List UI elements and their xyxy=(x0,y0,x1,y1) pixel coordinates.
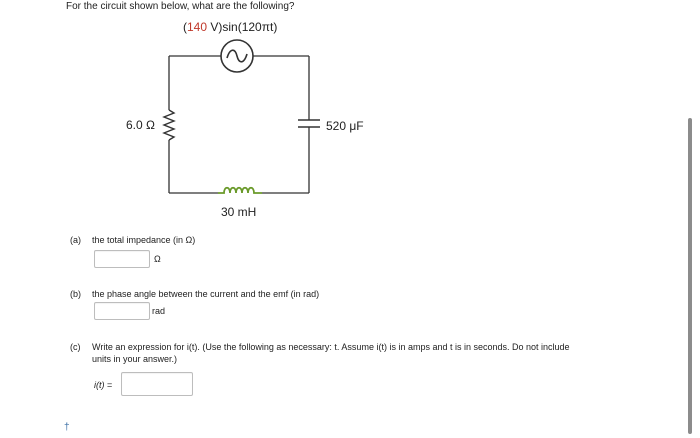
part-c-text-line1: Write an expression for i(t). (Use the f… xyxy=(92,342,570,352)
wires xyxy=(168,55,310,194)
part-c-text-line2: units in your answer.) xyxy=(92,354,178,364)
phase-angle-input[interactable] xyxy=(94,302,150,320)
resistor-icon xyxy=(162,109,176,141)
impedance-input[interactable] xyxy=(94,250,150,268)
phase-angle-unit: rad xyxy=(152,306,166,316)
current-label-i: i(t) xyxy=(94,380,105,390)
inductor-icon xyxy=(218,186,262,194)
source-label: (140 V)sin(120πt) xyxy=(183,20,277,34)
ac-source-icon xyxy=(220,39,254,73)
inductor-label: 30 mH xyxy=(221,205,256,219)
resistor-label: 6.0 Ω xyxy=(126,118,155,132)
current-label-eq: = xyxy=(104,380,113,390)
footnote-mark[interactable]: † xyxy=(64,422,70,433)
part-b-question: (b) the phase angle between the current a… xyxy=(70,289,319,299)
part-a-letter: (a) xyxy=(70,235,81,245)
question-text: For the circuit shown below, what are th… xyxy=(66,1,295,12)
circuit-diagram: (140 V)sin(120πt) 6.0 Ω 520 μF 30 mH xyxy=(126,20,364,219)
current-expression-label: i(t) = xyxy=(94,380,112,390)
part-c-question: (c) Write an expression for i(t). (Use th… xyxy=(70,341,670,365)
capacitor-label: 520 μF xyxy=(326,119,364,133)
impedance-unit: Ω xyxy=(154,254,161,264)
current-expression-input[interactable] xyxy=(121,372,193,396)
capacitor-icon xyxy=(298,119,320,128)
scrollbar[interactable] xyxy=(688,118,692,434)
part-b-text: the phase angle between the current and … xyxy=(92,289,320,299)
part-a-question: (a) the total impedance (in Ω) xyxy=(70,235,195,245)
part-c-letter: (c) xyxy=(70,342,81,352)
part-a-text: the total impedance (in Ω) xyxy=(92,235,196,245)
part-b-letter: (b) xyxy=(70,289,81,299)
